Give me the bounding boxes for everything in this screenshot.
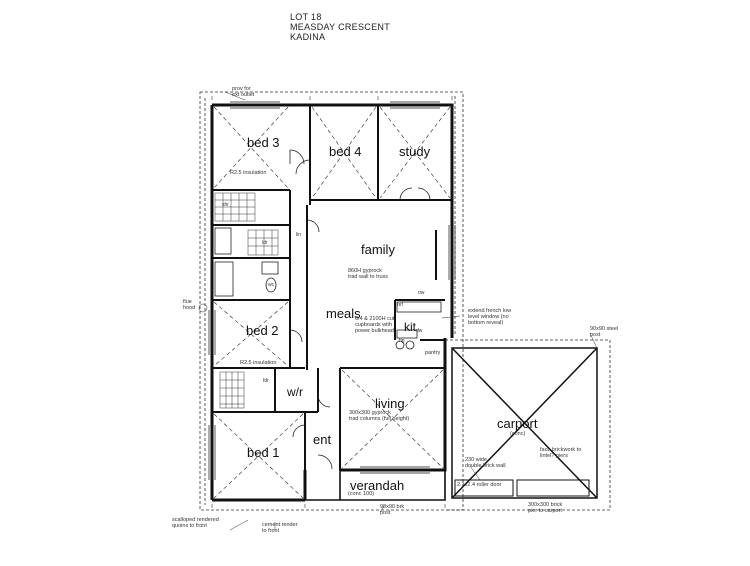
note-brickwork: face brickwork to lintel? piers <box>540 447 582 459</box>
room-label-wir: w/r <box>287 385 303 399</box>
room-label-bed4: bed 4 <box>329 144 362 159</box>
note-roller-door: 2.1x2.4 roller door <box>457 482 502 488</box>
fixture-label-lin: lin <box>296 232 302 238</box>
fixture-label-ow: ow <box>418 290 425 296</box>
room-diagonals <box>213 106 451 499</box>
vanity-fixture <box>214 227 232 255</box>
note-brick-post: 90x90 brk post <box>380 504 405 516</box>
fixtures <box>214 227 442 350</box>
toilet-fixture <box>265 277 277 293</box>
fixture-label-ldr: ldr <box>262 240 268 246</box>
internal-walls <box>212 105 452 470</box>
fixture-label-wc: wc <box>268 282 275 288</box>
title-lot: LOT 18 <box>290 12 322 22</box>
fixture-label-shr: shr <box>222 202 229 208</box>
note-gyprock-living: 300x300 gyprock trad columns (full heigh… <box>349 410 410 422</box>
fixture-label-hp: hp <box>399 338 405 344</box>
room-label-carport: carport <box>497 416 538 431</box>
bath-fixture <box>214 261 234 297</box>
note-flue-hood: flue hood <box>183 299 196 311</box>
dashed-setout-lines <box>199 91 611 511</box>
fixture-label-fdr: fdr <box>263 378 269 384</box>
note-insulation-top: R2.5 insulation <box>230 170 267 176</box>
fixture-label-dw: dw <box>416 328 423 334</box>
room-label-living: living <box>375 396 405 411</box>
note-double-brick: 230 wide double brick wall <box>465 457 506 469</box>
title-street: MEASDAY CRESCENT <box>290 22 390 32</box>
note-leaders <box>198 91 598 531</box>
note-brick-pier: 300x300 brick pier to carport <box>528 502 563 514</box>
note-scalloped-quoins: scalloped rendered quoins to front <box>172 517 219 529</box>
room-label-bed2: bed 2 <box>246 323 279 338</box>
room-label-study: study <box>399 144 431 159</box>
room-label-pantry: pantry <box>425 350 441 356</box>
note-carport-sub: (conc) <box>510 431 526 437</box>
note-cement-render: cement render to front <box>262 522 298 534</box>
title-town: KADINA <box>290 32 326 42</box>
note-power-outlet: prov for ext outlet <box>232 86 255 98</box>
room-label-family: family <box>361 242 395 257</box>
verandah-outline <box>304 470 446 501</box>
note-cupboards: 6/4 & 2100H cut cupboards with power bul… <box>355 316 395 334</box>
note-verandah-sub: (conc 100) <box>348 491 374 497</box>
dimension-ticks <box>211 96 453 508</box>
door-swings <box>289 149 431 470</box>
room-label-bed1: bed 1 <box>247 445 280 460</box>
note-window: extend french low level window (no botto… <box>468 308 512 326</box>
room-label-verandah: verandah <box>350 478 405 493</box>
external-walls <box>210 103 454 502</box>
note-steel-post: 90x90 steel post <box>590 326 619 338</box>
carport-outline <box>451 347 598 499</box>
room-label-meals: meals <box>326 306 361 321</box>
windows <box>208 101 456 480</box>
note-insulation-bed2: R2.5 insulation <box>240 360 277 366</box>
fixture-label-ref: ref <box>397 302 403 308</box>
room-label-bed3: bed 3 <box>247 135 280 150</box>
note-gyprock-family: 860H gyprock trad wall to truss <box>348 268 389 280</box>
room-label-kit: kit <box>404 320 416 334</box>
tiled-wet-areas <box>214 192 279 409</box>
room-label-ent: ent <box>313 432 332 447</box>
